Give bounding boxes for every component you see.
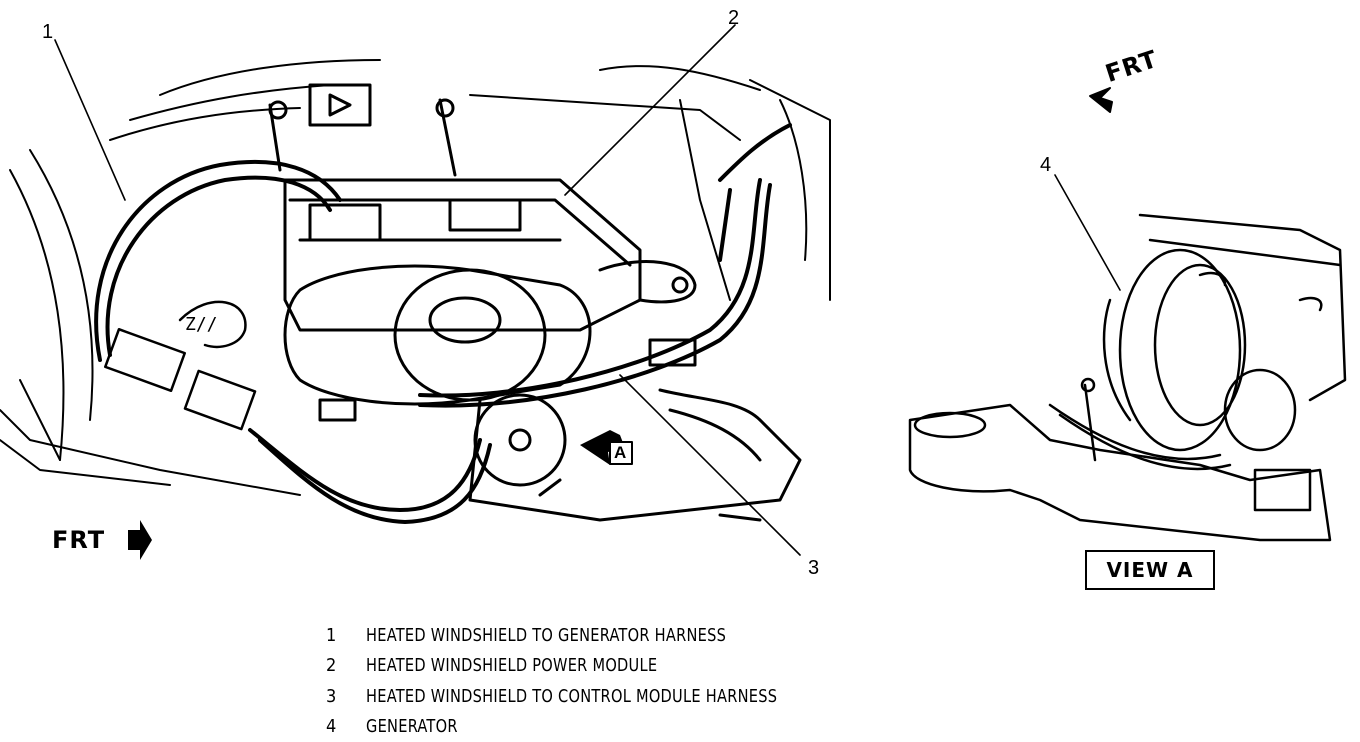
connectors: Z// [104,300,257,431]
view-a-marker-letter: A [614,443,627,462]
generator-body [283,264,802,522]
legend-text: HEATED WINDSHIELD POWER MODULE [366,655,658,677]
legend-item: 3 HEATED WINDSHIELD TO CONTROL MODULE HA… [326,681,1026,712]
frt-arrow-view [1089,87,1113,113]
callout-2: 2 [728,7,740,29]
view-a-arrow [580,430,625,465]
legend-number: 1 [326,624,337,646]
view-a-title-box: VIEW A [1085,550,1215,590]
callout-leaders [54,24,1121,556]
callout-4: 4 [1040,154,1052,176]
front-label-main: FRT [52,526,106,554]
legend: 1 HEATED WINDSHIELD TO GENERATOR HARNESS… [326,620,1026,742]
view-a-detail [908,213,1347,542]
legend-text: GENERATOR [366,716,458,738]
legend-item: 2 HEATED WINDSHIELD POWER MODULE [326,651,1026,682]
legend-item: 1 HEATED WINDSHIELD TO GENERATOR HARNESS [326,620,1026,651]
frt-arrow-main [128,520,152,560]
legend-item: 4 GENERATOR [326,712,1026,742]
power-module [268,83,697,332]
legend-text: HEATED WINDSHIELD TO CONTROL MODULE HARN… [366,685,778,707]
legend-number: 3 [326,685,337,707]
legend-number: 4 [326,716,337,738]
body-panel-lines [0,59,831,496]
callout-1: 1 [42,21,54,43]
callout-3: 3 [808,557,820,579]
view-a-marker-box [609,441,633,465]
view-a-title: VIEW A [1106,558,1194,582]
generator-harness-1 [94,160,492,524]
legend-text: HEATED WINDSHIELD TO GENERATOR HARNESS [366,624,727,646]
control-module-harness-3 [418,123,792,408]
legend-number: 2 [326,655,337,677]
svg-text:Z//: Z// [185,314,218,335]
